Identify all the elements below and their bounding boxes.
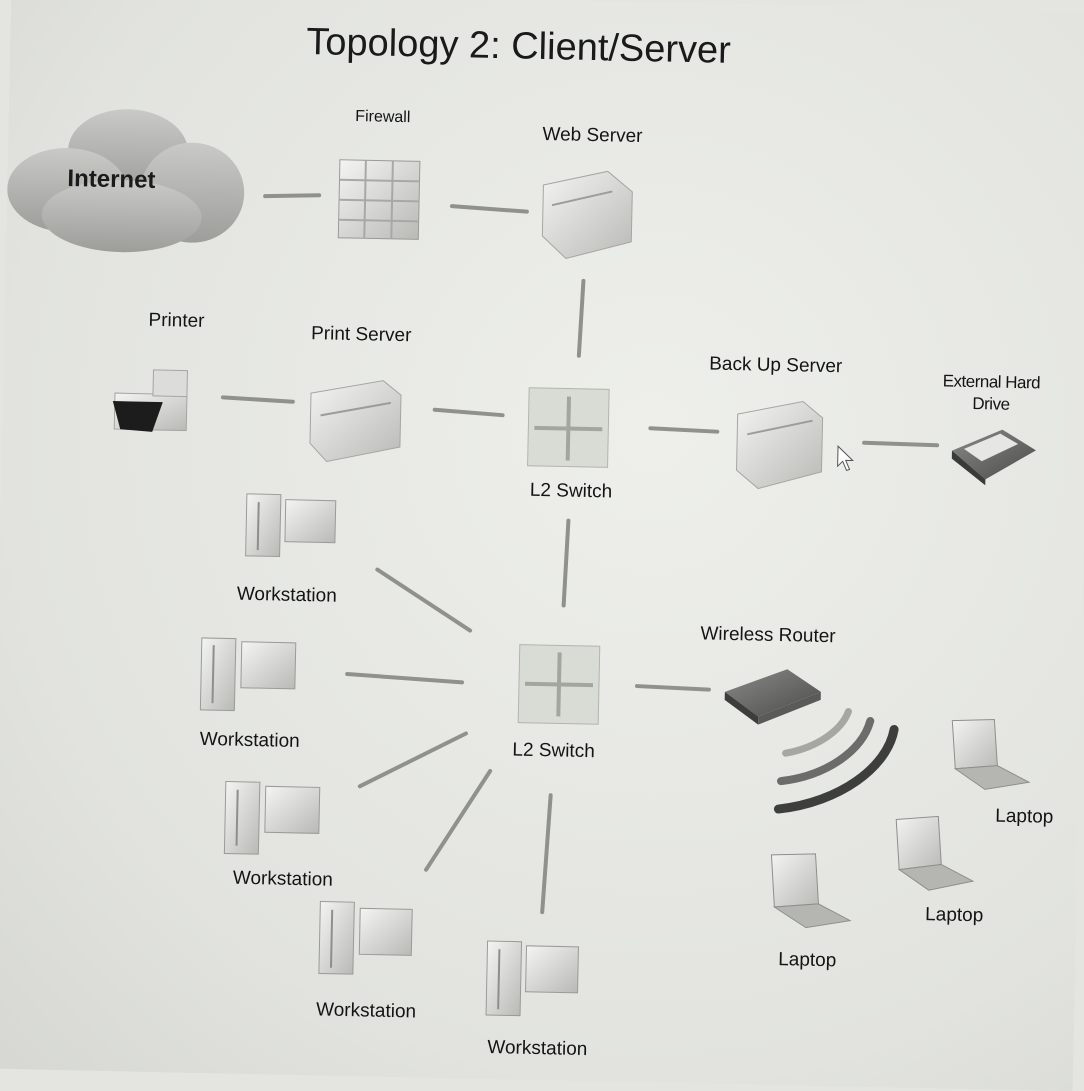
- link-ws2-switch: [345, 671, 465, 685]
- laptop-icon-3: [770, 853, 852, 929]
- link-internet-firewall: [263, 193, 322, 199]
- link-firewall-webserver: [449, 204, 529, 214]
- l2-switch-top-icon: [527, 387, 610, 468]
- workstation-label-4: Workstation: [315, 999, 417, 1023]
- printer-label: Printer: [148, 309, 205, 332]
- diagram-title: Topology 2: Client/Server: [305, 21, 732, 72]
- print-server-icon: [309, 380, 402, 463]
- laptop-icon-2: [895, 815, 975, 891]
- laptop-label-3: Laptop: [777, 949, 837, 972]
- external-hard-drive-icon: [951, 429, 1036, 486]
- workstation-label-5: Workstation: [487, 1037, 588, 1061]
- print-server-label: Print Server: [310, 323, 412, 347]
- external-drive-label: External Hard Drive: [942, 370, 1041, 416]
- laptop-label-1: Laptop: [995, 805, 1054, 828]
- l2-switch-top-label: L2 Switch: [529, 479, 613, 503]
- workstation-label-3: Workstation: [232, 867, 334, 891]
- network-links: [220, 193, 940, 915]
- internet-label: Internet: [67, 165, 156, 194]
- link-switch-switch: [561, 518, 571, 608]
- firewall-icon: [337, 159, 421, 240]
- link-ws1-switch: [375, 567, 473, 633]
- workstation-icon-5: [485, 940, 579, 1017]
- workstation-label-2: Workstation: [199, 728, 300, 753]
- l2-switch-bottom-label: L2 Switch: [512, 739, 595, 763]
- backup-server-icon: [736, 400, 824, 490]
- wifi-signal-icon: [773, 707, 899, 814]
- external-drive-label-line1: External Hard: [942, 371, 1041, 393]
- workstation-label-1: Workstation: [236, 583, 337, 607]
- link-printer-printserver: [220, 395, 295, 404]
- l2-switch-bottom-icon: [517, 644, 601, 725]
- wireless-router-label: Wireless Router: [700, 623, 836, 648]
- web-server-icon: [541, 170, 633, 260]
- workstation-icon-1: [245, 493, 337, 558]
- link-printserver-switch: [432, 407, 505, 418]
- link-backup-drive: [862, 440, 940, 448]
- mouse-cursor-icon: [837, 445, 854, 472]
- external-drive-label-line2: Drive: [972, 394, 1010, 414]
- workstation-icon-3: [223, 780, 321, 855]
- workstation-icon-4: [318, 900, 413, 975]
- printer-icon: [112, 369, 188, 432]
- laptop-icon-1: [951, 719, 1031, 790]
- link-switch-router: [634, 684, 711, 692]
- firewall-label: Firewall: [355, 108, 411, 127]
- link-webserver-switch: [576, 278, 586, 358]
- link-ws4-switch: [424, 769, 493, 872]
- wireless-router-icon: [724, 669, 821, 725]
- link-ws5-switch: [540, 793, 553, 915]
- web-server-label: Web Server: [542, 123, 643, 148]
- workstation-icon-2: [199, 637, 297, 712]
- link-switch-backup: [648, 426, 720, 434]
- laptop-label-2: Laptop: [924, 904, 984, 927]
- internet-cloud-icon: [7, 109, 245, 253]
- link-ws3-switch: [357, 731, 468, 789]
- backup-server-label: Back Up Server: [708, 353, 843, 378]
